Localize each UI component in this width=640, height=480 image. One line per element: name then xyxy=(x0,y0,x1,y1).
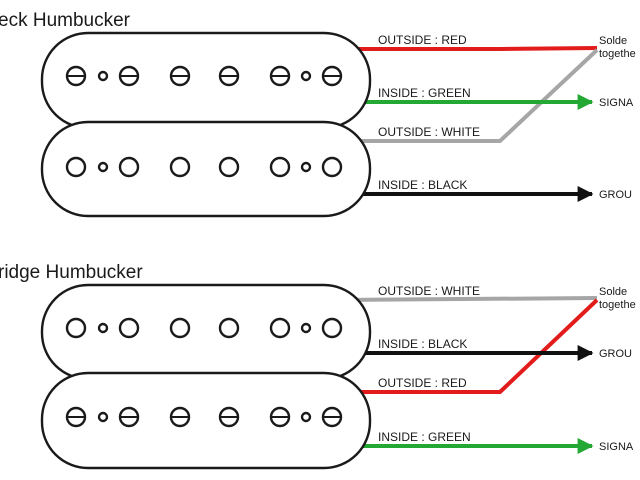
neck-top-coil-poles xyxy=(65,65,343,87)
neck-humbucker: eck Humbucker xyxy=(0,10,636,218)
bridge-wires xyxy=(339,296,599,454)
neck-wires xyxy=(340,46,599,202)
bridge-top-coil xyxy=(40,283,372,381)
neck-humbucker-title: eck Humbucker xyxy=(0,10,131,31)
neck-bottom-coil-poles xyxy=(65,156,343,178)
bridge-label-outside-red: OUTSIDE : RED xyxy=(378,376,467,390)
bridge-top-coil-poles xyxy=(65,317,343,339)
bridge-label-inside-black: INSIDE : BLACK xyxy=(378,337,467,351)
neck-top-coil xyxy=(40,31,372,130)
neck-wire-outside-red xyxy=(340,46,598,51)
neck-bottom-coil xyxy=(40,120,372,218)
bridge-label-inside-green: INSIDE : GREEN xyxy=(378,430,471,444)
bridge-label-outside-white: OUTSIDE : WHITE xyxy=(378,284,480,298)
bridge-bottom-coil-poles xyxy=(65,406,343,428)
bridge-humbucker-title: ridge Humbucker xyxy=(0,262,143,283)
neck-label-inside-green: INSIDE : GREEN xyxy=(378,86,471,100)
neck-ground-label: GROU xyxy=(599,189,632,201)
neck-wire-outside-white xyxy=(340,48,599,143)
bridge-solder-label-line2: togethe xyxy=(599,299,636,311)
bridge-bottom-coil xyxy=(40,371,372,470)
bridge-wire-outside-red xyxy=(340,298,599,394)
neck-solder-label-line2: togethe xyxy=(599,48,636,60)
bridge-humbucker: ridge Humbucker xyxy=(0,262,636,470)
neck-solder-label-line1: Solde xyxy=(599,35,627,47)
bridge-wire-outside-white xyxy=(339,296,598,302)
neck-label-outside-red: OUTSIDE : RED xyxy=(378,33,467,47)
bridge-signal-label: SIGNA xyxy=(599,441,634,453)
neck-signal-label: SIGNA xyxy=(599,97,634,109)
bridge-ground-label: GROU xyxy=(599,348,632,360)
neck-label-inside-black: INSIDE : BLACK xyxy=(378,178,467,192)
bridge-solder-label-line1: Solde xyxy=(599,286,627,298)
neck-label-outside-white: OUTSIDE : WHITE xyxy=(378,125,480,139)
